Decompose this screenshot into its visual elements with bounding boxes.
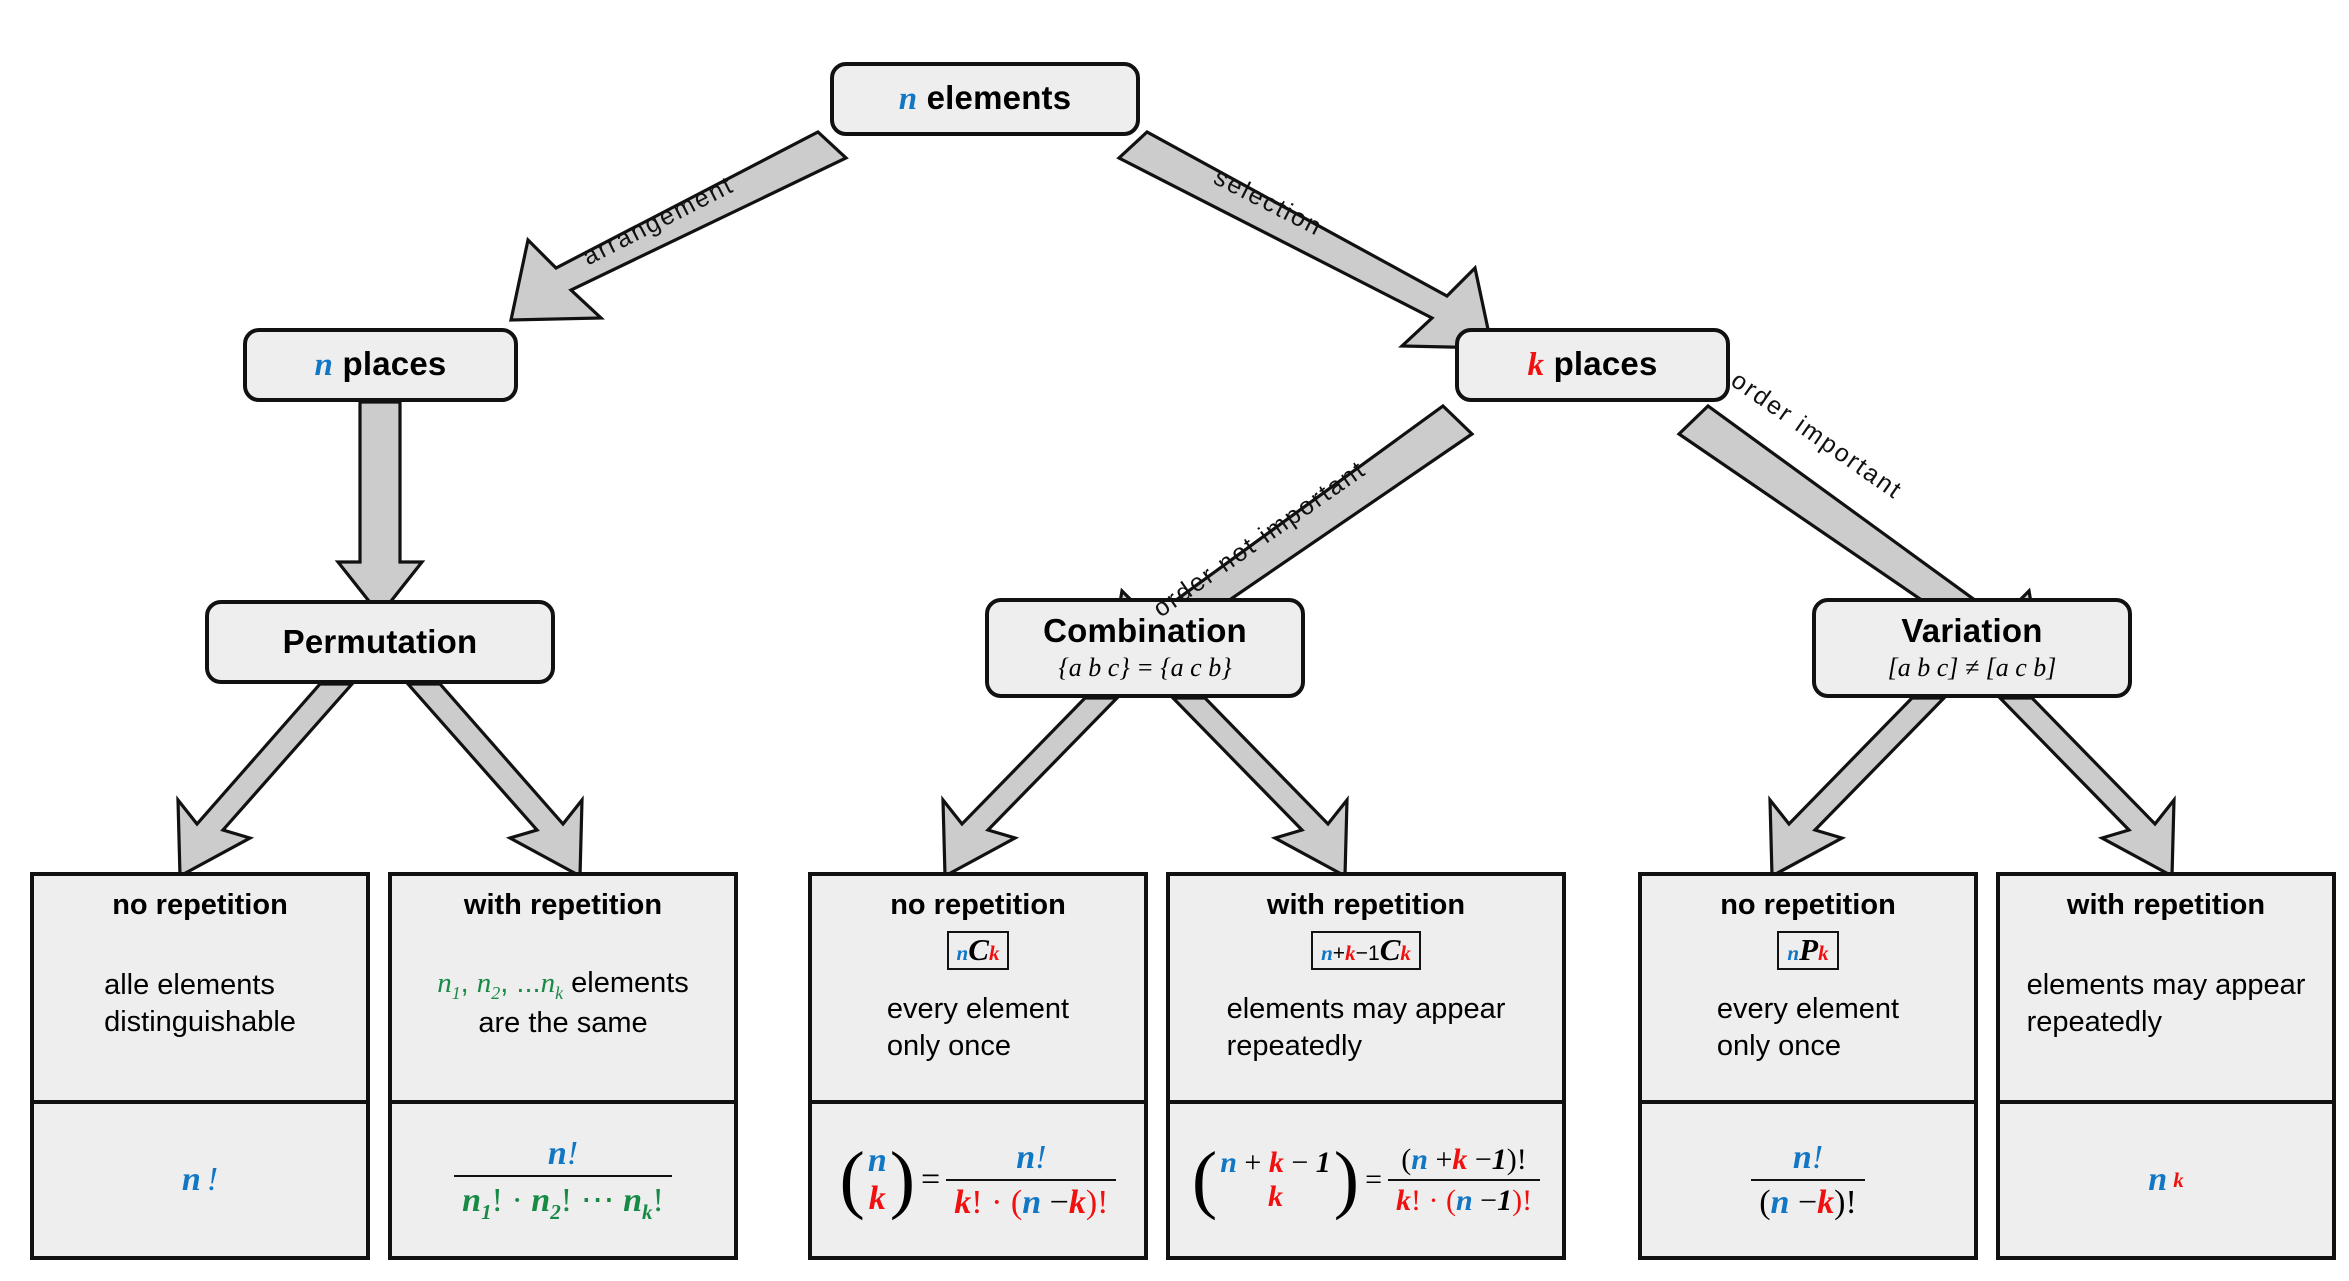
leaf-description: every element only once bbox=[886, 992, 1070, 1062]
leaf-head: no repetition bbox=[890, 889, 1066, 921]
leaf-head: with repetition bbox=[1266, 889, 1466, 921]
leaf-formula: n! bbox=[181, 1161, 219, 1198]
leaf-upper: with repetition n1, n2, ...nk elements a… bbox=[392, 876, 734, 1104]
leaf-head: no repetition bbox=[1720, 889, 1896, 921]
leaf-description: elements may appear repeatedly bbox=[2026, 968, 2306, 1038]
node-k-places-label: k places bbox=[1527, 345, 1658, 384]
leaf-formula: n! (n −k)! bbox=[1642, 1104, 1974, 1256]
edge-combination-left-arrow bbox=[941, 696, 1121, 879]
leaf-formula: ( n k ) = n! k! · (n −k)! bbox=[812, 1104, 1144, 1256]
edge-permutation-right-arrow bbox=[404, 682, 584, 879]
leaf-upper: no repetition alle elements distinguisha… bbox=[34, 876, 366, 1104]
edge-selection-arrow bbox=[1116, 130, 1494, 350]
leaf-card-var-no-repetition[interactable]: no repetition nPk every element only onc… bbox=[1638, 872, 1978, 1260]
leaf-upper: with repetition elements may appear repe… bbox=[2000, 876, 2332, 1104]
leaf-head: with repetition bbox=[463, 889, 663, 921]
leaf-formula: n! n1! · n2! ⋯ nk! bbox=[392, 1104, 734, 1256]
leaf-head: no repetition bbox=[112, 889, 288, 921]
edge-combination-right-arrow bbox=[1169, 696, 1349, 879]
node-variation-note: [a b c] ≠ [a c b] bbox=[1887, 652, 2057, 682]
leaf-description: every element only once bbox=[1716, 992, 1900, 1062]
leaf-card-var-with-repetition[interactable]: with repetition elements may appear repe… bbox=[1996, 872, 2336, 1260]
leaf-card-perm-no-repetition[interactable]: no repetition alle elements distinguisha… bbox=[30, 872, 370, 1260]
leaf-head: with repetition bbox=[2066, 889, 2266, 921]
edge-variation-right-arrow bbox=[1996, 696, 2176, 879]
leaf-description: alle elements distinguishable bbox=[104, 968, 296, 1038]
leaf-symbol-nCk: nCk bbox=[946, 930, 1010, 970]
node-n-elements-label: n elements bbox=[898, 79, 1072, 118]
leaf-card-comb-no-repetition[interactable]: no repetition nCk every element only onc… bbox=[808, 872, 1148, 1260]
edge-nplaces-permutation-arrow bbox=[334, 400, 426, 618]
node-k-places[interactable]: k places bbox=[1455, 328, 1730, 402]
node-variation[interactable]: Variation [a b c] ≠ [a c b] bbox=[1812, 598, 2132, 698]
leaf-upper: no repetition nCk every element only onc… bbox=[812, 876, 1144, 1104]
node-variation-title: Variation bbox=[1901, 612, 2043, 650]
leaf-card-perm-with-repetition[interactable]: with repetition n1, n2, ...nk elements a… bbox=[388, 872, 738, 1260]
edge-label-arrangement: arrangement bbox=[578, 170, 739, 271]
leaf-symbol-npkm1Ck: n+k−1Ck bbox=[1311, 930, 1421, 970]
node-combination-note: {a b c} = {a c b} bbox=[1058, 652, 1232, 682]
leaf-symbol-nPk: nPk bbox=[1777, 930, 1839, 970]
leaf-formula: ( n + k − 1 k ) = (n +k −1)! k! · bbox=[1170, 1104, 1562, 1256]
edge-variation-left-arrow bbox=[1768, 696, 1948, 879]
edge-permutation-left-arrow bbox=[176, 682, 356, 879]
edge-label-selection: selection bbox=[1209, 163, 1328, 242]
edge-label-order-important: order important bbox=[1725, 366, 1908, 506]
node-combination[interactable]: Combination {a b c} = {a c b} bbox=[985, 598, 1305, 698]
node-permutation-title: Permutation bbox=[282, 622, 478, 660]
leaf-description: elements may appear repeatedly bbox=[1226, 992, 1506, 1062]
node-n-elements[interactable]: n elements bbox=[830, 62, 1140, 136]
leaf-description: n1, n2, ...nk elements are the same bbox=[437, 967, 689, 1040]
leaf-upper: no repetition nPk every element only onc… bbox=[1642, 876, 1974, 1104]
leaf-upper: with repetition n+k−1Ck elements may app… bbox=[1170, 876, 1562, 1104]
node-n-places[interactable]: n places bbox=[243, 328, 518, 402]
leaf-card-comb-with-repetition[interactable]: with repetition n+k−1Ck elements may app… bbox=[1166, 872, 1566, 1260]
node-n-places-label: n places bbox=[314, 345, 447, 384]
node-combination-title: Combination bbox=[1043, 612, 1247, 650]
node-permutation[interactable]: Permutation bbox=[205, 600, 555, 684]
